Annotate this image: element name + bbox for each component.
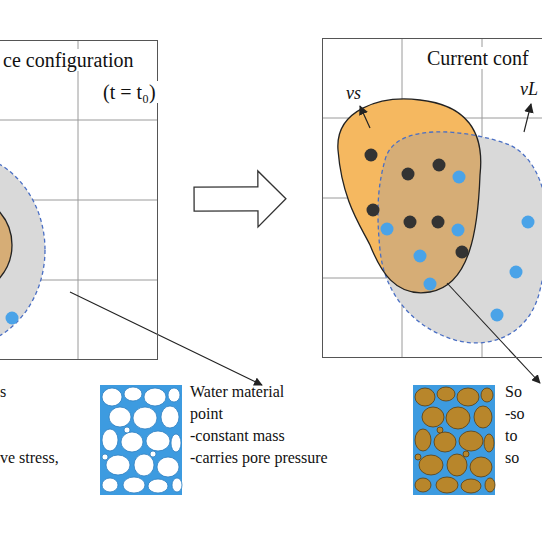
velocity-arrow (360, 104, 531, 132)
panel-title: ce configuration (1, 49, 136, 71)
material-body (338, 99, 542, 343)
velocity-symbol: vs (346, 82, 361, 104)
cropped-text: ve stress, (0, 447, 59, 469)
leader-line (70, 283, 540, 385)
water-icon (100, 385, 182, 495)
configuration-panel: ce configuration (t = t₀) (0, 40, 158, 360)
velocity-symbol: vL (520, 78, 538, 100)
property-note: -carries pore pressure (190, 447, 328, 469)
solid-material-point: So-so to so (413, 385, 542, 497)
grid (0, 40, 158, 360)
transition-arrow (194, 171, 286, 227)
property-note: -constant mass (190, 425, 285, 447)
material-body (0, 153, 45, 347)
cropped-text: s (0, 381, 6, 403)
point-heading: So (505, 381, 522, 403)
property-note: -so to so (505, 403, 535, 469)
point-heading: Water material point (190, 381, 300, 425)
solid-icon (413, 385, 495, 495)
panel-title: Current conf (425, 47, 531, 69)
time-label: (t = t₀) (101, 81, 158, 103)
water-material-point: Water material point-constant mass-carri… (100, 385, 340, 497)
